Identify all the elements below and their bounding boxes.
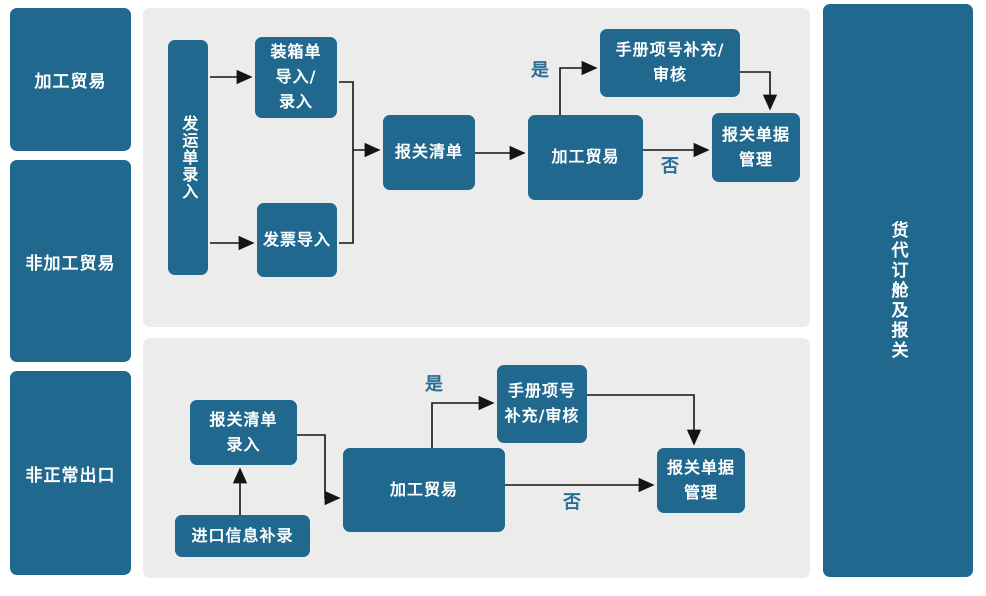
node-import-info-supplement-label: 进口信息补录 bbox=[191, 525, 294, 545]
node-declaration-doc-mgmt: 报关单据 管理 bbox=[712, 113, 800, 182]
lane-abnormal-export-label: 非正常出口 bbox=[25, 465, 116, 486]
node-packing-list-import: 装箱单 导入/ 录入 bbox=[255, 37, 337, 118]
no-branch-label: 否 bbox=[661, 156, 679, 177]
bottom-flow-panel: 报关清单 录入 进口信息补录 加工贸易 手册项号 补充/审核 报关单据 管理 是… bbox=[143, 338, 810, 578]
node-declaration-doc-mgmt: 报关单据 管理 bbox=[657, 448, 745, 513]
node-shipping-order-entry: 发运单录入 bbox=[168, 40, 208, 275]
lane-abnormal-export: 非正常出口 bbox=[10, 371, 131, 575]
lane-non-processing-trade-label: 非加工贸易 bbox=[25, 253, 116, 274]
lane-processing-trade-label: 加工贸易 bbox=[34, 72, 107, 92]
lane-freight-booking-customs: 货代订舱及报关 bbox=[823, 4, 973, 577]
lane-non-processing-trade: 非加工贸易 bbox=[10, 160, 131, 362]
node-declaration-doc-mgmt-label: 报关单据 管理 bbox=[721, 124, 790, 169]
node-import-info-supplement: 进口信息补录 bbox=[175, 515, 310, 557]
node-processing-trade-decision-label: 加工贸易 bbox=[389, 479, 458, 499]
node-invoice-import: 发票导入 bbox=[257, 203, 337, 277]
node-shipping-order-entry-label: 发运单录入 bbox=[179, 115, 199, 200]
node-invoice-import-label: 发票导入 bbox=[262, 229, 331, 249]
node-packing-list-import-label: 装箱单 导入/ 录入 bbox=[270, 42, 322, 111]
node-declaration-list-entry-label: 报关清单 录入 bbox=[209, 409, 278, 454]
lane-processing-trade: 加工贸易 bbox=[10, 8, 131, 151]
node-declaration-list: 报关清单 bbox=[383, 115, 475, 190]
lane-freight-booking-customs-label: 货代订舱及报关 bbox=[887, 220, 908, 361]
node-manual-item-supplement: 手册项号 补充/审核 bbox=[497, 365, 587, 443]
yes-branch-label: 是 bbox=[531, 60, 549, 81]
top-flow-panel: 发运单录入 装箱单 导入/ 录入 发票导入 报关清单 加工贸易 手册项号补充/ … bbox=[143, 8, 810, 327]
node-manual-item-supplement: 手册项号补充/ 审核 bbox=[600, 29, 740, 97]
node-manual-item-supplement-label: 手册项号补充/ 审核 bbox=[615, 40, 725, 84]
node-declaration-doc-mgmt-label: 报关单据 管理 bbox=[666, 457, 735, 502]
node-declaration-list-label: 报关清单 bbox=[394, 142, 463, 162]
node-processing-trade-decision-label: 加工贸易 bbox=[551, 147, 620, 167]
node-processing-trade-decision: 加工贸易 bbox=[343, 448, 505, 532]
node-manual-item-supplement-label: 手册项号 补充/审核 bbox=[504, 381, 580, 425]
node-processing-trade-decision: 加工贸易 bbox=[528, 115, 643, 200]
node-declaration-list-entry: 报关清单 录入 bbox=[190, 400, 297, 465]
yes-branch-label: 是 bbox=[425, 374, 443, 395]
no-branch-label: 否 bbox=[563, 492, 581, 513]
